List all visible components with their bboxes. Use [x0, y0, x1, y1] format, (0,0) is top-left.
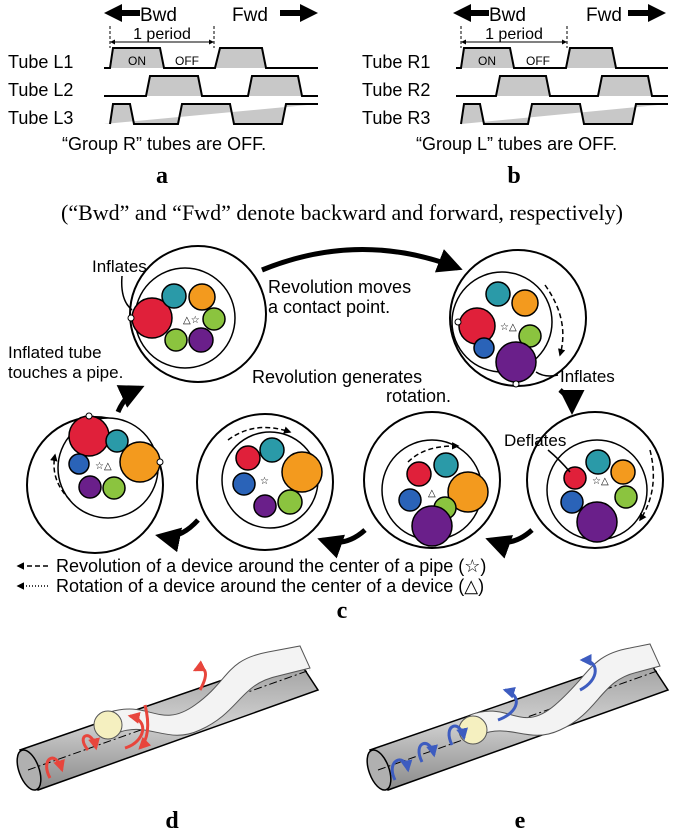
touch-label-line1: Inflated tube	[8, 343, 102, 362]
legend-revolution: Revolution of a device around the center…	[56, 556, 486, 576]
bwd-arrow	[453, 4, 489, 22]
svg-text:△: △	[428, 488, 436, 499]
device-row-1: ☆△	[26, 412, 164, 554]
device-top-right: ☆△	[449, 249, 587, 388]
rev-move-line2: a contact point.	[268, 297, 390, 317]
svg-text:☆△: ☆△	[95, 461, 112, 472]
bwd-label: Bwd	[140, 5, 177, 26]
touch-label-line2: touches a pipe.	[8, 363, 123, 382]
period-label: 1 period	[133, 26, 191, 43]
fwd-arrow	[280, 4, 318, 22]
panel-b: Bwd Fwd 1 period Tube R1 ON OFF Tube R2 …	[362, 4, 668, 189]
note: “Group L” tubes are OFF.	[416, 134, 617, 154]
panel-label: b	[507, 163, 520, 189]
device-top-left: △☆	[127, 245, 267, 383]
inflates-right-label: Inflates	[560, 367, 615, 386]
tube-label: Tube R2	[362, 80, 430, 100]
off-label: OFF	[175, 54, 199, 68]
period-label: 1 period	[485, 26, 543, 43]
off-label: OFF	[526, 54, 550, 68]
panel-e: e	[366, 643, 670, 834]
bwd-label: Bwd	[489, 5, 526, 26]
panel-label: e	[515, 808, 526, 834]
rev-gen-line2: rotation.	[386, 386, 451, 406]
device-row-3: △	[363, 411, 501, 549]
svg-text:☆: ☆	[260, 476, 269, 487]
panel-label: a	[156, 163, 168, 189]
inflates-label: Inflates	[92, 257, 147, 276]
tube-label: Tube L3	[8, 108, 73, 128]
tube-label: Tube R3	[362, 108, 430, 128]
note: “Group R” tubes are OFF.	[62, 134, 266, 154]
fwd-label: Fwd	[586, 5, 622, 26]
panel-label: c	[337, 598, 348, 624]
tube-label: Tube L2	[8, 80, 73, 100]
panel-d: d	[16, 645, 320, 834]
rev-move-line1: Revolution moves	[268, 277, 411, 297]
panel-a: Bwd Fwd 1 period Tube L1 ON OFF Tube L2 …	[8, 4, 318, 189]
svg-text:△☆: △☆	[183, 315, 200, 326]
on-label: ON	[128, 54, 146, 68]
svg-text:☆△: ☆△	[500, 322, 517, 333]
device-row-2: ☆	[196, 413, 334, 551]
panel-label: d	[165, 808, 179, 834]
caption: (“Bwd” and “Fwd” denote backward and for…	[61, 200, 623, 225]
panel-c: △☆ Inflates Inflated tube touches a pipe…	[8, 245, 664, 624]
on-label: ON	[478, 54, 496, 68]
fwd-label: Fwd	[232, 5, 268, 26]
svg-text:☆△: ☆△	[592, 476, 609, 487]
legend-rotation: Rotation of a device around the center o…	[56, 576, 484, 596]
bwd-arrow	[104, 4, 140, 22]
rev-gen-line1: Revolution generates	[252, 367, 422, 387]
fwd-arrow	[628, 4, 666, 22]
tube-label: Tube R1	[362, 52, 430, 72]
deflates-label: Deflates	[504, 431, 566, 450]
tube-label: Tube L1	[8, 52, 73, 72]
device-row-4: ☆△	[526, 411, 664, 549]
